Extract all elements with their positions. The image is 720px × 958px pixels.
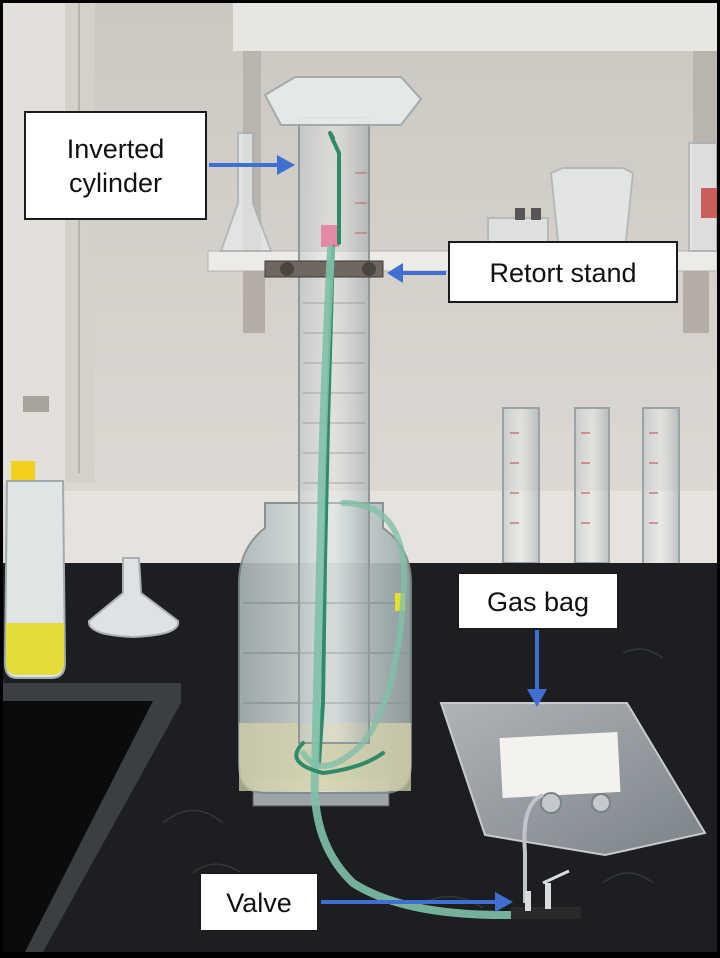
label-valve: Valve (199, 872, 319, 932)
upper-cabinet (233, 3, 717, 51)
label-line-1: Inverted (66, 134, 165, 164)
retort-clamp (264, 225, 384, 278)
funnel (87, 557, 180, 639)
label-retort-stand: Retort stand (448, 241, 678, 303)
annotation-arrows (209, 155, 547, 912)
label-text: Retort stand (489, 258, 637, 288)
sample-bottle (3, 461, 67, 679)
label-gas-bag: Gas bag (457, 572, 619, 630)
tubing (294, 131, 527, 919)
label-text: Valve (226, 888, 292, 918)
gas-bag (439, 702, 707, 903)
photo-frame: Inverted cylinder Retort stand Gas bag V… (3, 3, 717, 952)
label-line-2: cylinder (68, 168, 163, 198)
label-text: Gas bag (486, 587, 590, 617)
sink-basin (3, 701, 153, 952)
lab-setup-photo (3, 3, 717, 952)
inverted-cylinder (263, 76, 423, 744)
cylinder-base (263, 76, 423, 126)
outlet (23, 396, 49, 412)
valve (511, 869, 581, 919)
label-inverted-cylinder: Inverted cylinder (24, 111, 207, 220)
gas-bag-tag (499, 731, 621, 799)
